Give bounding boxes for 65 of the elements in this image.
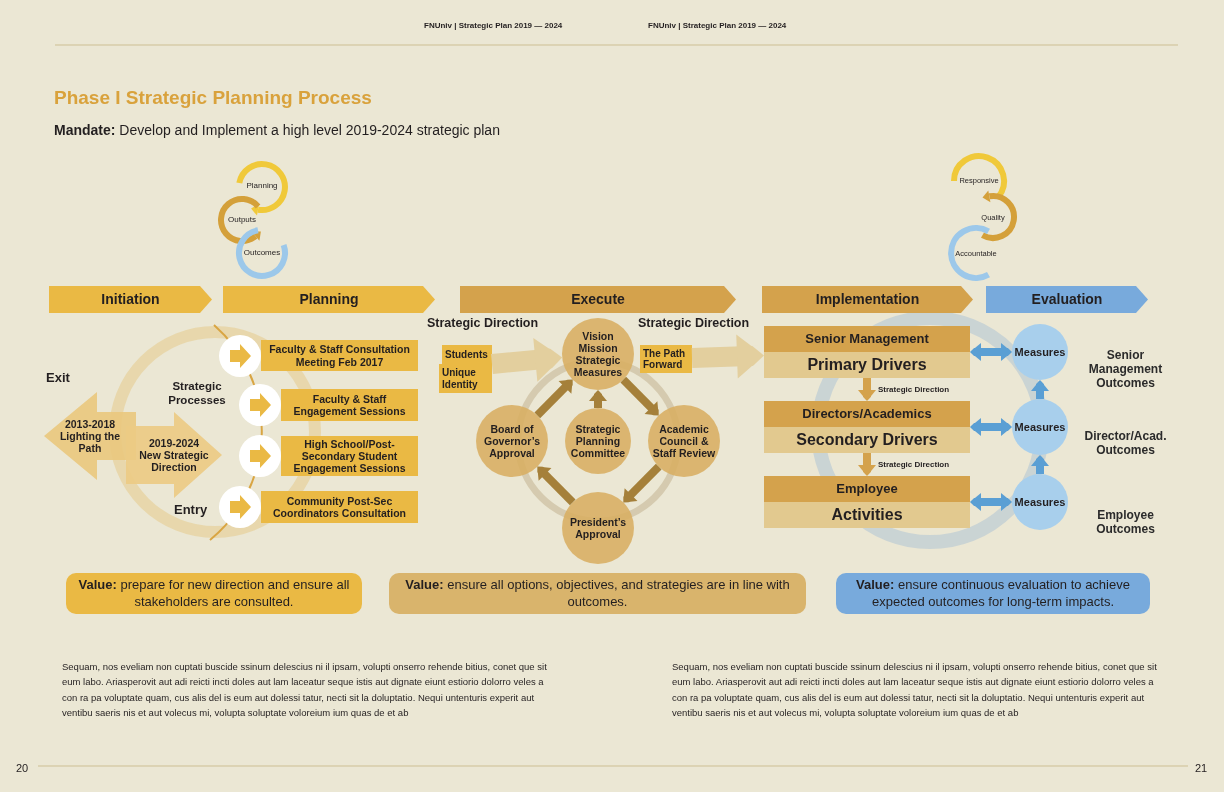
edge-label: Strategic Direction <box>876 459 952 470</box>
label-tag: The Path Forward <box>640 345 692 373</box>
process-circle: Academic Council & Staff Review <box>648 405 720 477</box>
phase-banner: Implementation <box>762 286 973 313</box>
arrow <box>1031 380 1049 399</box>
page-number: 20 <box>16 762 29 776</box>
card-heading: Directors/Academics <box>764 401 970 427</box>
side-label: Exit <box>46 370 70 386</box>
outcome-label: Employee Outcomes <box>1069 486 1182 560</box>
arrow <box>620 463 662 506</box>
phase-banner: Planning <box>223 286 435 313</box>
driver-card <box>764 326 970 378</box>
process-box: Community Post-Sec Coordinators Consultation <box>261 491 418 523</box>
driver-card <box>764 401 970 453</box>
value-box: Value: prepare for new direction and ensure all stakeholders are consulted. <box>66 573 362 614</box>
card-text: Primary Drivers <box>806 355 928 375</box>
label-tag: Unique Identity <box>439 364 492 393</box>
arrow <box>620 376 662 419</box>
outcome-label: Senior Management Outcomes <box>1069 334 1182 406</box>
phase-banner: Execute <box>460 286 736 313</box>
process-circle: Strategic Planning Committee <box>565 408 631 474</box>
process-circle: President’s Approval <box>562 492 634 564</box>
process-circle: Board of Governor’s Approval <box>476 405 548 477</box>
phase-banner: Initiation <box>49 286 212 313</box>
arrow <box>534 376 576 419</box>
cycle-label: Outcomes <box>243 248 281 258</box>
mandate-text: Mandate: Develop and Implement a high level 2019-2024 strategic plan <box>54 122 500 139</box>
arrow <box>858 378 876 401</box>
card-heading: Senior Management <box>764 326 970 352</box>
cycle-label: Outputs <box>228 215 256 225</box>
arrow <box>1031 455 1049 474</box>
value-box: Value: ensure continuous evaluation to achieve expected outcomes for long-term impacts. <box>836 573 1150 614</box>
process-circle: Vision Mission Strategic Measures <box>562 318 634 390</box>
measure-circle: Measures <box>1012 399 1068 455</box>
card-text: Secondary Drivers <box>795 430 939 450</box>
edge-label: Strategic Direction <box>876 384 952 395</box>
measure-circle: Measures <box>1012 324 1068 380</box>
section-label: Strategic Processes <box>167 380 227 408</box>
double-arrow <box>970 418 1012 436</box>
arrow <box>534 463 576 506</box>
running-header: FNUniv | Strategic Plan 2019 — 2024 <box>424 21 563 31</box>
double-arrow <box>970 343 1012 361</box>
cycle-label: Planning <box>246 181 278 191</box>
driver-card <box>764 476 970 528</box>
double-arrow <box>970 493 1012 511</box>
section-label: Strategic Direction <box>638 316 750 331</box>
arrow <box>858 453 876 476</box>
body-text: Sequam, nos eveliam non cuptati buscide ssinum delescius ni il ipsam, volupti onserro rehende bitius, conet que sit eum labo. Ariasperovit aut adi reicti incti doles aut lam laceatur seque istis aut dignate eiunt estiorio dolorro veles a con ra pa voluptate quam, cus alis del is eum aut dolessi tatur, necti sit la doluptatio. Nequi untenturis experit aut ventibu saeris nis et aut volecus mi, volupta soluptate voloreium ium quas de et ab <box>62 660 548 721</box>
value-box: Value: ensure all options, objectives, and strategies are in line with outcomes. <box>389 573 806 614</box>
side-label: Entry <box>174 502 208 518</box>
page-title: Phase I Strategic Planning Process <box>54 87 372 109</box>
arrow <box>589 390 607 408</box>
process-box: Faculty & Staff Consultation Meeting Feb 2017 <box>261 340 418 371</box>
label-tag: Students <box>442 345 492 364</box>
process-box: Faculty & Staff Engagement Sessions <box>281 389 418 421</box>
phase-banner: Evaluation <box>986 286 1148 313</box>
card-heading: Employee <box>764 476 970 502</box>
body-text: Sequam, nos eveliam non cuptati buscide ssinum delescius ni il ipsam, volupti onserro rehende bitius, conet que sit eum labo. Ariasperovit aut adi reicti incti doles aut lam laceatur seque istis aut dignate eiunt estiorio dolorro veles a con ra pa voluptate quam, cus alis del is eum aut dolessi tatur, necti sit la doluptatio. Nequi untenturis experit aut ventibu saeris nis et aut volecus mi, volupta soluptate voloreium ium quas de et ab <box>672 660 1158 721</box>
page-number: 21 <box>1195 762 1208 776</box>
measure-circle: Measures <box>1012 474 1068 530</box>
running-header: FNUniv | Strategic Plan 2019 — 2024 <box>648 21 787 31</box>
outcome-label: Director/Acad. Outcomes <box>1069 410 1182 478</box>
card-text: Activities <box>830 505 904 525</box>
process-box: High School/Post-Secondary Student Engagement Sessions <box>281 436 418 476</box>
section-label: Strategic Direction <box>427 316 539 331</box>
